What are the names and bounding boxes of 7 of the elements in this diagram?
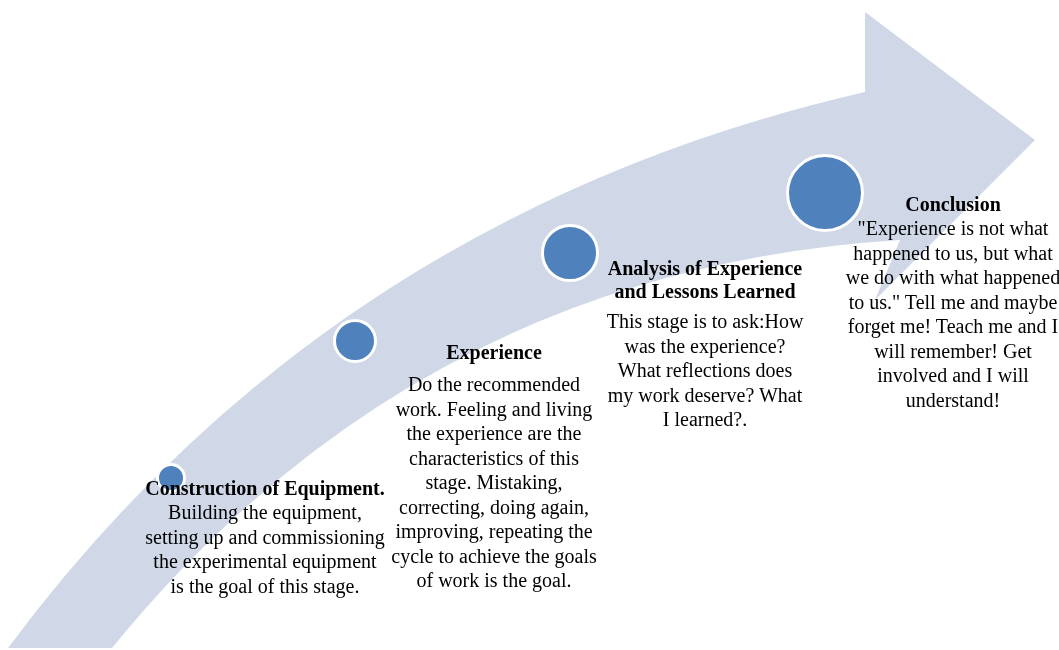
stage-description: Building the equipment, setting up and commissioning the experimental equipment is the goal of this stage. [145, 500, 385, 598]
stage-description: Do the recommended work. Feeling and living the experience are the characteristics of this stage. Mistaking, correcting, doing again, improving, repeating the cycle to achieve the goals of work is the goal. [390, 372, 598, 593]
stage-heading: Analysis of Experience and Lessons Learned [606, 257, 804, 303]
stage-heading: Conclusion [904, 193, 1002, 216]
stage-heading: Experience [445, 341, 543, 364]
stage-heading: Construction of Equipment. [145, 477, 385, 500]
stage-description: This stage is to ask:How was the experience? What reflections does my work deserve? What I learned?. [605, 309, 805, 432]
